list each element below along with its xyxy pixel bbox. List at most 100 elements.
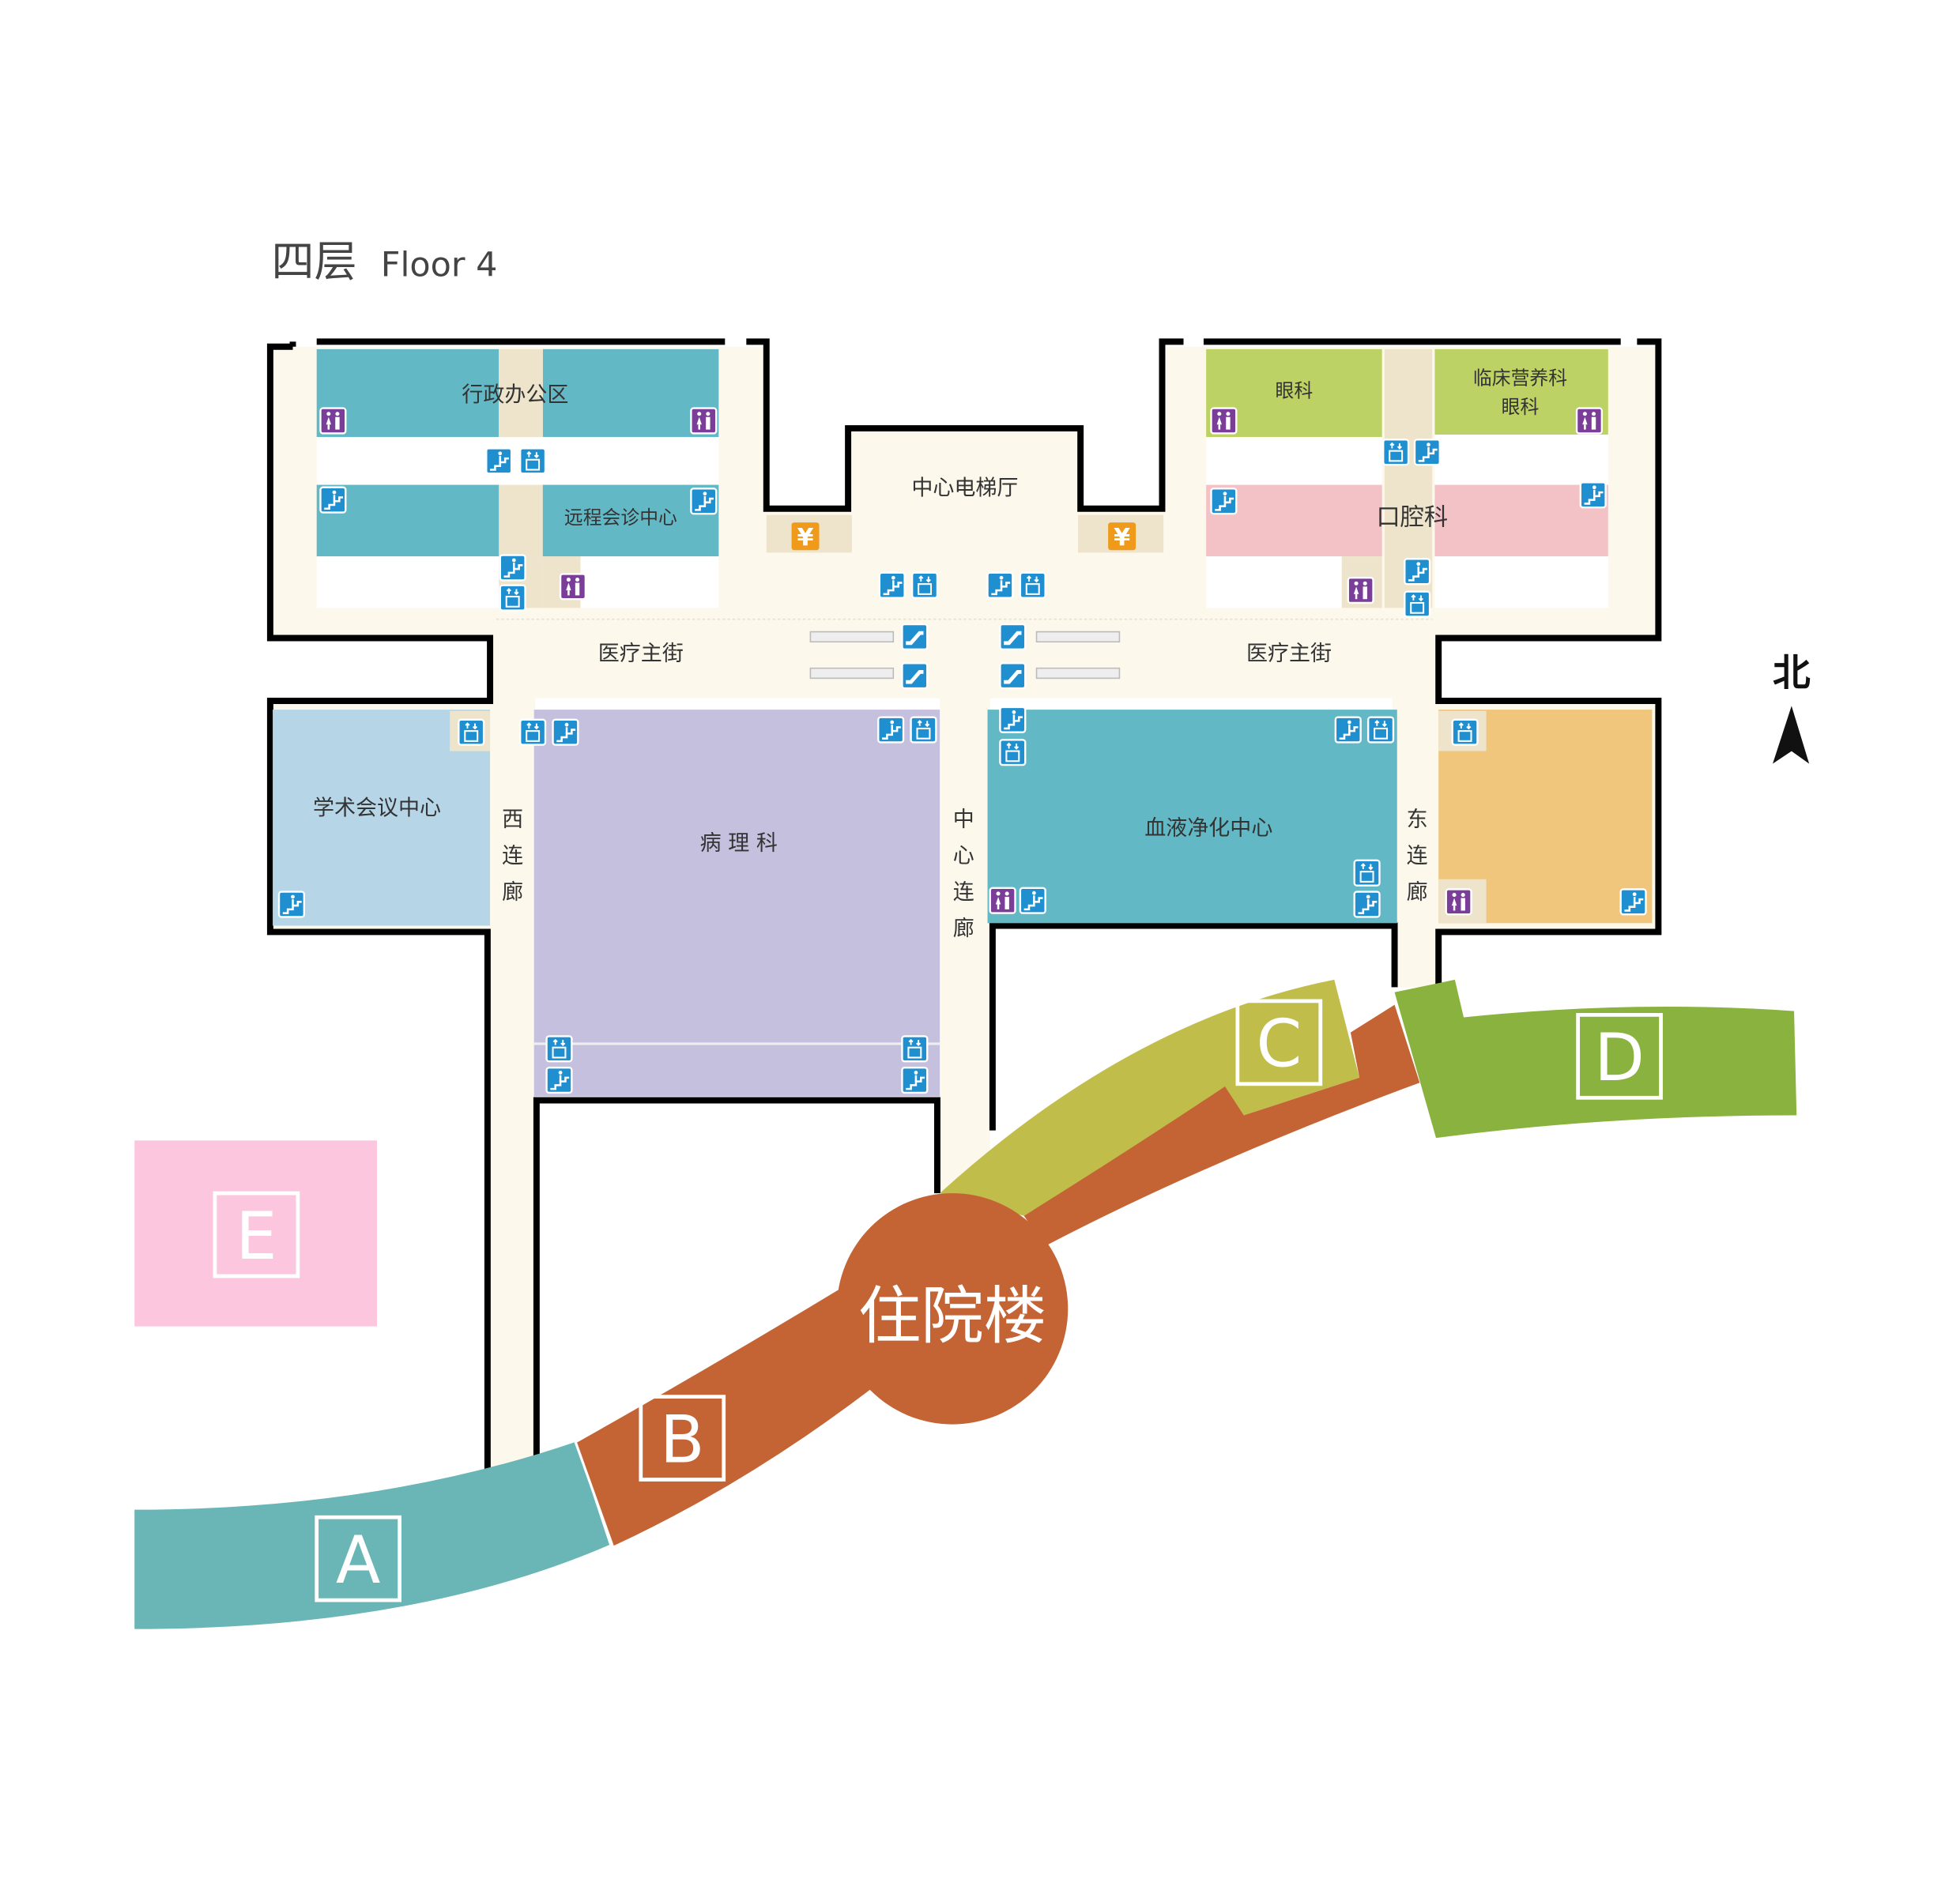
- escalator-tracks: [809, 631, 1121, 680]
- medical-street-east-label: 医疗主街: [1246, 642, 1332, 666]
- room-teal-left[interactable]: [316, 484, 499, 557]
- pathology-room[interactable]: [533, 710, 940, 1097]
- svg-text:廊: 廊: [953, 917, 974, 941]
- stairs-icon[interactable]: [876, 716, 905, 744]
- stairs-icon[interactable]: [1019, 887, 1046, 914]
- stairs-icon[interactable]: [319, 486, 347, 514]
- building-c-badge: C: [1235, 999, 1323, 1086]
- elevator-icon[interactable]: [519, 447, 547, 475]
- restroom-icon[interactable]: [1347, 577, 1374, 604]
- elevator-icon[interactable]: [519, 718, 547, 746]
- building-e[interactable]: [134, 1140, 378, 1327]
- walls: [266, 338, 1662, 1470]
- stairs-icon[interactable]: [277, 891, 306, 918]
- academic-center-label: 学术会议中心: [313, 796, 441, 821]
- inpatient-building-label: 住院楼: [858, 1279, 1046, 1353]
- stairs-icon[interactable]: [485, 447, 513, 475]
- north-label: 北: [1773, 652, 1811, 695]
- elevator-icon[interactable]: [999, 739, 1027, 766]
- blood-purification-label: 血液净化中心: [1144, 816, 1272, 841]
- remote-consult-label: 远程会诊中心: [564, 506, 677, 529]
- stairs-icon[interactable]: [690, 488, 718, 515]
- elevator-icon[interactable]: [901, 1035, 929, 1063]
- blood-purification-room[interactable]: [987, 710, 1397, 924]
- svg-text:¥: ¥: [1114, 524, 1130, 552]
- escalator-icon[interactable]: [1000, 624, 1025, 650]
- stairs-icon[interactable]: [1353, 891, 1381, 918]
- nutrition-label: 临床营养科: [1473, 367, 1567, 389]
- restroom-icon[interactable]: [1210, 407, 1238, 435]
- elevator-icon[interactable]: [1451, 718, 1479, 746]
- stomatology-room-right[interactable]: [1434, 484, 1608, 557]
- elevator-icon[interactable]: [1366, 716, 1395, 744]
- svg-text:连: 连: [502, 844, 523, 868]
- remote-consult-room[interactable]: [542, 484, 719, 557]
- escalator-icon[interactable]: [902, 663, 927, 688]
- floor-title-cn: 四层: [271, 237, 356, 287]
- elevator-icon[interactable]: [1019, 571, 1046, 599]
- elevator-icon[interactable]: [499, 584, 526, 612]
- elevator-icon[interactable]: [458, 718, 485, 746]
- elevator-icon[interactable]: [545, 1035, 573, 1063]
- building-c[interactable]: [940, 979, 1360, 1216]
- escalator-icon[interactable]: [902, 624, 927, 650]
- restroom-icon[interactable]: [1445, 888, 1472, 916]
- admin-office-room-left[interactable]: [316, 348, 499, 438]
- medical-street-west-label: 医疗主街: [598, 642, 684, 666]
- svg-text:A: A: [336, 1523, 381, 1598]
- admin-office-room-right[interactable]: [542, 348, 719, 438]
- building-a[interactable]: [134, 1441, 610, 1629]
- svg-text:中: 中: [953, 808, 974, 832]
- elevator-icon[interactable]: [910, 716, 937, 744]
- restroom-icon[interactable]: [319, 407, 347, 435]
- stairs-icon[interactable]: [1210, 488, 1238, 515]
- svg-text:C: C: [1256, 1007, 1302, 1083]
- restroom-icon[interactable]: [559, 573, 587, 601]
- restroom-icon[interactable]: [989, 887, 1016, 914]
- building-a-badge: A: [315, 1515, 402, 1602]
- white-strip: [580, 556, 719, 608]
- atm-icon[interactable]: ¥: [1108, 522, 1136, 552]
- stairs-icon[interactable]: [1579, 481, 1607, 509]
- building-d-badge: D: [1576, 1012, 1663, 1100]
- svg-text:¥: ¥: [797, 524, 814, 552]
- white-strip: [1434, 556, 1608, 608]
- white-strip: [316, 437, 719, 485]
- pathology-label: 病 理 科: [700, 831, 778, 856]
- svg-text:廊: 廊: [502, 880, 523, 905]
- stairs-icon[interactable]: [986, 571, 1014, 599]
- east-corridor-label: 东 连 廊: [1407, 808, 1428, 905]
- atm-icon[interactable]: ¥: [791, 522, 820, 552]
- restroom-icon[interactable]: [690, 407, 718, 435]
- building-d[interactable]: [1394, 979, 1797, 1139]
- stairs-icon[interactable]: [999, 706, 1027, 733]
- floor-title-en: Floor 4: [381, 246, 498, 285]
- central-elevator-hall-label: 中心电梯厅: [911, 476, 1018, 500]
- stairs-icon[interactable]: [1413, 439, 1442, 466]
- svg-text:E: E: [236, 1199, 277, 1275]
- elevator-icon[interactable]: [1382, 439, 1410, 466]
- ophthalmology2-label: 眼科: [1502, 396, 1540, 418]
- inpatient-building[interactable]: [836, 1193, 1069, 1425]
- connector-b-east[interactable]: [1023, 1004, 1420, 1246]
- elevator-icon[interactable]: [1404, 590, 1431, 618]
- stairs-icon[interactable]: [1404, 558, 1431, 586]
- white-strip: [1206, 556, 1342, 608]
- stairs-icon[interactable]: [901, 1066, 929, 1094]
- white-strip: [316, 556, 499, 608]
- escalator-icon[interactable]: [1000, 663, 1025, 688]
- svg-text:西: 西: [502, 808, 523, 832]
- stairs-icon[interactable]: [499, 554, 526, 582]
- elevator-icon[interactable]: [1353, 859, 1381, 887]
- elevator-icon[interactable]: [910, 571, 939, 599]
- svg-text:B: B: [660, 1402, 705, 1478]
- svg-text:心: 心: [953, 844, 974, 868]
- stairs-icon[interactable]: [552, 718, 579, 746]
- stairs-icon[interactable]: [1619, 888, 1647, 916]
- white-strip: [1206, 437, 1382, 485]
- stairs-icon[interactable]: [1334, 716, 1362, 744]
- stairs-icon[interactable]: [545, 1066, 573, 1094]
- restroom-icon[interactable]: [1575, 407, 1604, 435]
- stairs-icon[interactable]: [878, 571, 906, 599]
